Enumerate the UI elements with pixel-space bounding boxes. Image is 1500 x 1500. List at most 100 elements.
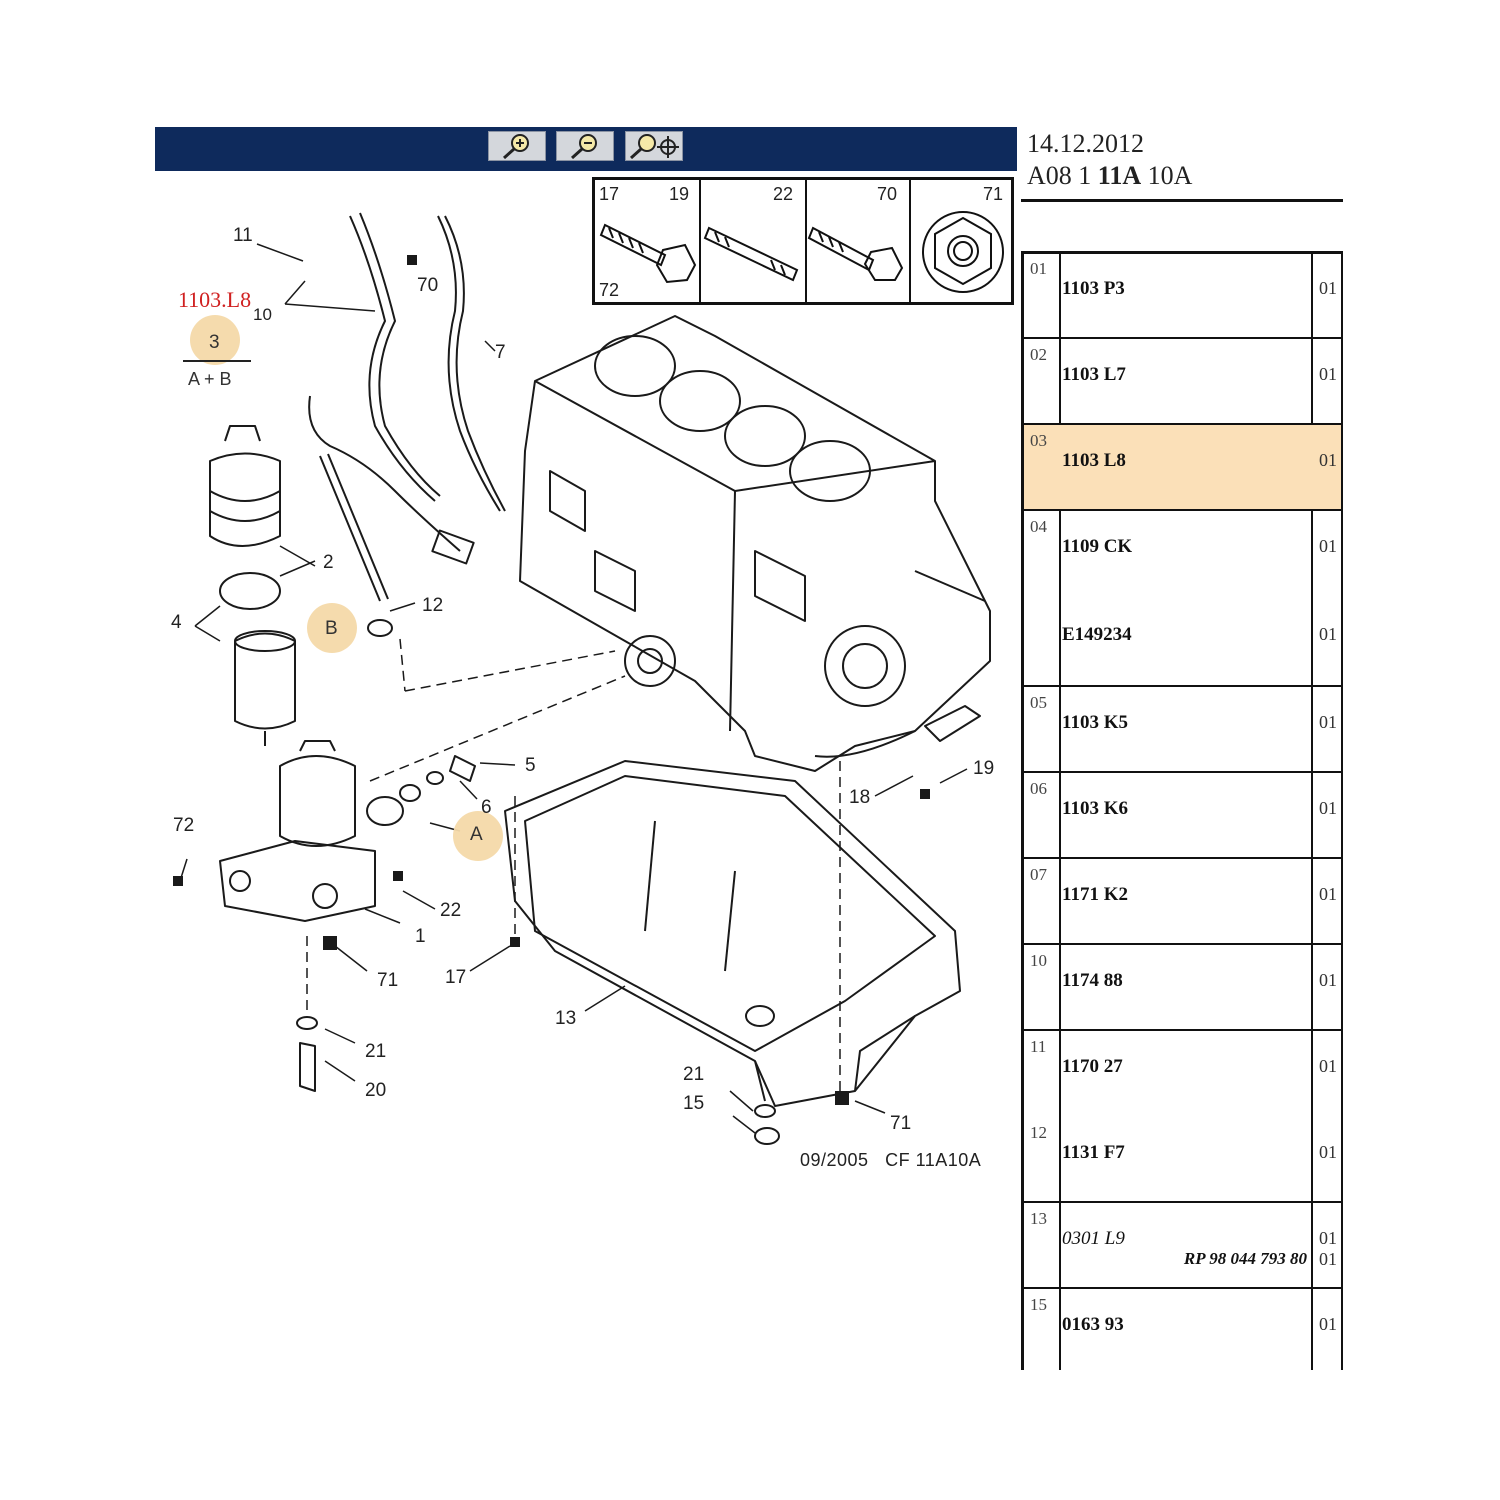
callout-20[interactable]: 20 [365,1080,387,1101]
group-marker-number: 3 [209,332,220,353]
group-marker-underline [183,360,251,362]
parts-table-top-border [1021,251,1343,254]
flange-nut-icon [922,211,1004,293]
row-part-code: 0163 93 [1062,1314,1124,1335]
fastener-number: 71 [983,184,1004,204]
parts-table-divider [1311,253,1313,1370]
row-quantity-alt: 01 [1319,1249,1337,1269]
row-quantity: 01 [1319,536,1337,556]
row-replacement-ref: RP 98 044 793 80 [1183,1249,1307,1268]
catalog-ref-prefix: A08 1 [1027,161,1098,190]
row-quantity: 01 [1319,1314,1337,1334]
parts-table-divider [1059,253,1061,1370]
fastener-cell-nut[interactable]: 71 [911,180,1014,302]
row-index: 12 [1030,1123,1047,1142]
parts-row[interactable]: 04 1109 CK 01 E149234 01 [1024,511,1341,687]
parts-row[interactable]: 02 1103 L7 01 [1024,339,1341,425]
marker-a-circle [453,811,503,861]
row-quantity: 01 [1319,1142,1337,1162]
row-index: 10 [1030,951,1047,970]
diagram-drawing [173,212,991,1145]
callout-13[interactable]: 13 [555,1008,577,1029]
callout-10[interactable]: 10 [253,305,272,324]
callout-72[interactable]: 72 [173,815,195,836]
fasteners-legend: 17 19 72 22 70 71 [592,177,1014,305]
row-part-code: 1103 P3 [1062,278,1125,299]
parts-table: 01 1103 P3 01 02 1103 L7 01 03 1103 L8 0… [1021,253,1343,1370]
parts-row[interactable]: 06 1103 K6 01 [1024,773,1341,859]
selected-part-ref: 1103.L8 [178,287,252,312]
parts-list-panel: 14.12.2012 A08 1 11A 10A 01 1103 P3 01 0… [1021,127,1343,1370]
callout-70[interactable]: 70 [417,275,439,296]
fastener-cell-bolt[interactable]: 70 [807,180,911,302]
fastener-number: 19 [669,184,690,204]
parts-row-selected[interactable]: 03 1103 L8 01 [1024,425,1341,511]
callout-2[interactable]: 2 [323,552,334,573]
zoom-in-button[interactable] [488,131,546,161]
row-index: 06 [1030,779,1047,798]
row-part-code-alt: E149234 [1062,624,1132,645]
parts-row[interactable]: 13 0301 L9 01 RP 98 044 793 80 01 [1024,1203,1341,1289]
row-index: 07 [1030,865,1047,884]
fastener-number: 22 [773,184,794,204]
parts-row[interactable]: 01 1103 P3 01 [1024,253,1341,339]
row-quantity-alt: 01 [1319,624,1337,644]
callout-22[interactable]: 22 [440,900,462,921]
callout-71-right[interactable]: 71 [890,1113,912,1134]
parts-row[interactable]: 11 1170 27 01 12 1131 F7 01 [1024,1031,1341,1203]
callout-21-right[interactable]: 21 [683,1064,705,1085]
callout-17[interactable]: 17 [445,967,467,988]
row-part-code: 1103 K5 [1062,712,1128,733]
diagram-reference-footer: 09/2005 CF 11A10A [800,1150,982,1170]
group-marker-circle [190,315,240,365]
fastener-cell-stud[interactable]: 22 [701,180,807,302]
fastener-cell-bolt-flanged[interactable]: 17 19 72 [595,180,701,302]
callout-21-left[interactable]: 21 [365,1041,387,1062]
callout-71-left[interactable]: 71 [377,970,399,991]
row-index: 01 [1030,259,1047,278]
catalog-date: 14.12.2012 [1027,129,1144,158]
row-part-code: 1109 CK [1062,536,1133,557]
row-index: 11 [1030,1037,1047,1056]
row-part-code: 0301 L9 [1062,1228,1125,1249]
exploded-parts-diagram: 1103.L8 3 A + B A B 11 10 70 7 2 4 12 5 … [155,171,1017,1211]
row-part-code: 1131 F7 [1062,1142,1125,1163]
row-part-code: 1103 L7 [1062,364,1126,385]
callout-6[interactable]: 6 [481,797,492,818]
flanged-bolt-icon [599,223,697,284]
marker-a-label: A [470,824,483,845]
parts-row[interactable]: 05 1103 K5 01 [1024,687,1341,773]
parts-row[interactable]: 10 1174 88 01 [1024,945,1341,1031]
row-part-code: 1174 88 [1062,970,1123,991]
diagram-toolbar [155,127,1017,171]
row-part-code: 1170 27 [1062,1056,1123,1077]
callout-19[interactable]: 19 [973,758,995,779]
row-index: 15 [1030,1295,1047,1314]
row-quantity: 01 [1319,364,1337,384]
callout-11[interactable]: 11 [233,225,253,246]
row-quantity: 01 [1319,970,1337,990]
row-quantity: 01 [1319,278,1337,298]
callout-5[interactable]: 5 [525,755,536,776]
callout-1[interactable]: 1 [415,926,426,947]
callout-4[interactable]: 4 [171,612,182,633]
parts-row[interactable]: 15 0163 93 01 [1024,1289,1341,1370]
zoom-pan-button[interactable] [625,131,683,161]
row-part-code: 1103 K6 [1062,798,1128,819]
row-quantity: 01 [1319,1228,1337,1248]
row-index: 03 [1030,431,1047,450]
parts-row[interactable]: 07 1171 K2 01 [1024,859,1341,945]
catalog-ref-suffix: 10A [1141,161,1193,190]
marker-b-circle [307,603,357,653]
zoom-out-button[interactable] [556,131,614,161]
callout-15[interactable]: 15 [683,1093,705,1114]
group-marker-formula: A + B [188,369,232,389]
callout-7[interactable]: 7 [495,342,506,363]
catalog-ref-bold: 11A [1097,161,1142,190]
callout-12[interactable]: 12 [422,595,444,616]
zoom-in-icon [502,134,529,159]
callout-18[interactable]: 18 [849,787,871,808]
catalog-reference: A08 1 11A 10A [1027,161,1192,191]
zoom-pan-icon [629,134,679,159]
row-part-code: 1171 K2 [1062,884,1128,905]
